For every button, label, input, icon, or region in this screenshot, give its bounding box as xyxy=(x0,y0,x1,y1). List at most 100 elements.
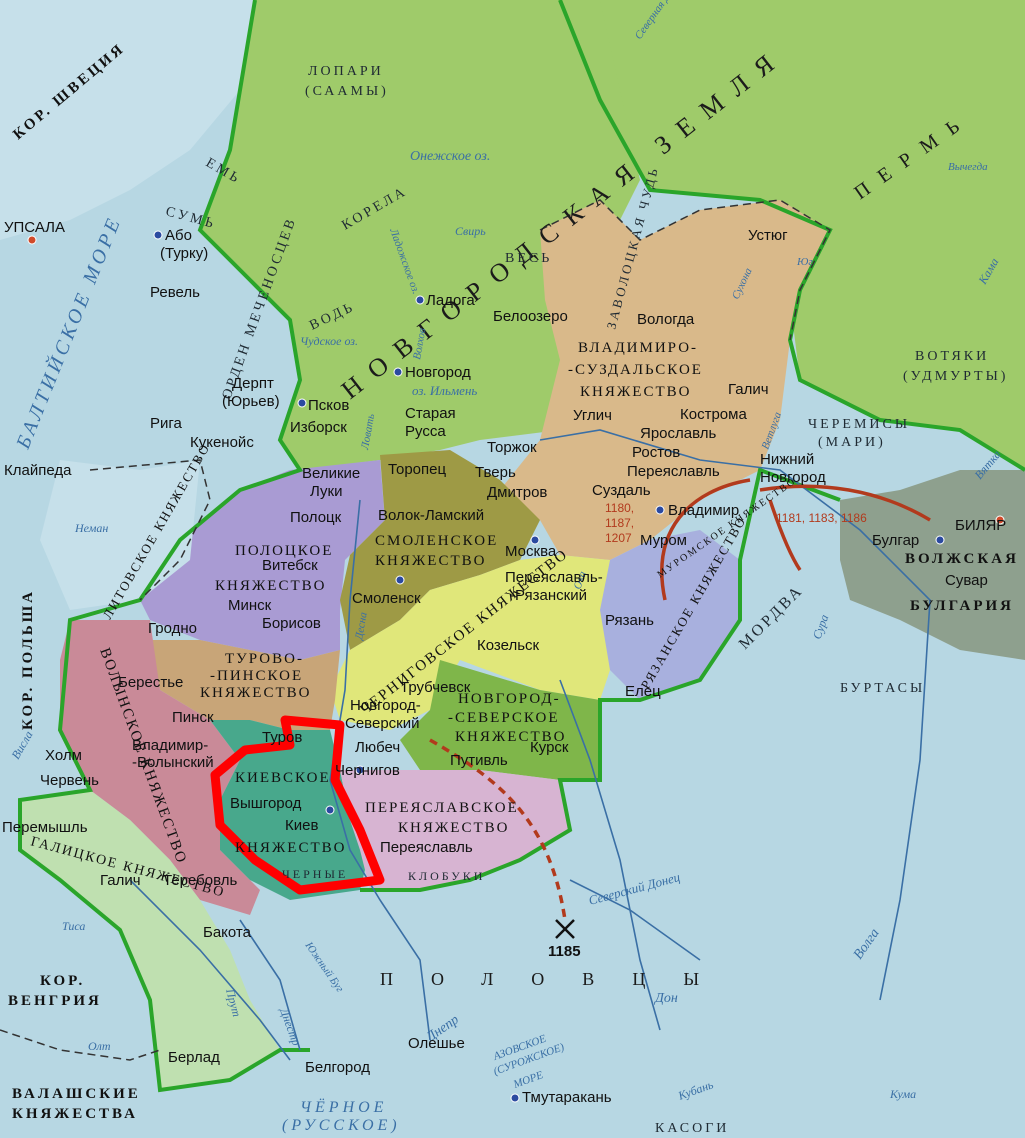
label-polotsk-1: ПОЛОЦКОЕ xyxy=(235,543,333,559)
city-vladimir-v-2: -Волынский xyxy=(132,754,214,771)
label-yug: Юг xyxy=(796,256,813,268)
label-pereyaslavl-2: КНЯЖЕСТВО xyxy=(398,820,509,836)
city-dot-smolensk xyxy=(395,575,405,585)
city-kukenois: Кукенойс xyxy=(190,434,254,451)
label-kuma: Кума xyxy=(889,1087,916,1101)
label-smolensk-1: СМОЛЕНСКОЕ xyxy=(375,533,498,549)
label-lopari-2: (СААМЫ) xyxy=(305,84,389,99)
label-svir: Свирь xyxy=(455,224,486,238)
city-nizhny-2: Новгород xyxy=(760,469,826,486)
smolensk-land xyxy=(340,450,540,650)
city-bulgar: Булгар xyxy=(872,532,919,549)
label-vladimir-1: ВЛАДИМИРО- xyxy=(578,340,698,356)
city-derpt-2: (Юрьев) xyxy=(222,393,280,410)
galich-land xyxy=(20,790,280,1090)
label-cheremisy-1: ЧЕРЕМИСЫ xyxy=(808,417,910,432)
label-klobuki-1: ЧЕРНЫЕ xyxy=(282,867,348,881)
city-kozelsk: Козельск xyxy=(477,637,540,654)
label-cheremisy-2: (МАРИ) xyxy=(818,435,886,450)
city-minsk: Минск xyxy=(228,597,272,614)
river-don xyxy=(559,679,661,1031)
label-hungary-1: КОР. xyxy=(40,973,85,989)
label-turov-1: ТУРОВО- xyxy=(225,651,304,667)
city-staraya-russa-1: Старая xyxy=(405,405,456,422)
label-klobuki-2: КЛОБУКИ xyxy=(408,869,485,883)
city-suzdal: Суздаль xyxy=(592,482,651,499)
city-toropets: Торопец xyxy=(388,461,446,478)
label-neman: Неман xyxy=(74,521,108,535)
dashed-lithuania xyxy=(89,459,211,601)
city-dot-bilyar xyxy=(995,515,1005,525)
city-dot-ladoga xyxy=(415,295,425,305)
city-dot-bulgar xyxy=(935,535,945,545)
label-turov-3: КНЯЖЕСТВО xyxy=(200,685,311,701)
label-votyaki-2: (УДМУРТЫ) xyxy=(903,369,1008,384)
arrow-ryazan xyxy=(660,478,751,601)
city-riga: Рига xyxy=(150,415,183,432)
city-izborsk: Изборск xyxy=(290,419,347,436)
city-pereyaslavl-s: Переяславль xyxy=(380,839,473,856)
perm-land xyxy=(560,0,1025,470)
event-labels: 1180, 1187, 1207 1181, 1183, 1186 1185 xyxy=(548,501,867,960)
vladimir-suzdal-land xyxy=(500,200,830,560)
ryazan-land xyxy=(600,530,740,700)
label-vychegda: Вычегда xyxy=(948,161,988,173)
river-dnepr xyxy=(329,499,431,1041)
turov-pinsk-land xyxy=(150,640,340,730)
city-smolensk: Смоленск xyxy=(352,590,421,607)
city-staraya-russa-2: Русса xyxy=(405,423,446,440)
label-burtasy: БУРТАСЫ xyxy=(840,681,925,696)
label-seversk-1: НОВГОРОД- xyxy=(458,691,561,707)
city-berlad: Берлад xyxy=(168,1049,220,1066)
label-seversk-2: -СЕВЕРСКОЕ xyxy=(448,710,560,726)
city-upsala: УПСАЛА xyxy=(4,219,65,236)
label-chudskoe: Чудское оз. xyxy=(300,334,358,348)
label-ilmen: оз. Ильмень xyxy=(412,383,477,398)
city-novgorod: Новгород xyxy=(405,364,471,381)
label-kasogi: КАСОГИ xyxy=(655,1121,729,1136)
city-velikie-luki-1: Великие xyxy=(302,465,360,482)
dashed-wallachia xyxy=(0,1029,161,1061)
city-ryazan: Рязань xyxy=(605,612,654,629)
city-kholm: Холм xyxy=(45,747,82,764)
city-pereyaslavl-r-2: -Рязанский xyxy=(510,587,587,604)
novgorod-seversk-land xyxy=(400,660,600,780)
city-dot-vladimir xyxy=(655,505,665,515)
label-votyaki-1: ВОТЯКИ xyxy=(915,349,989,364)
city-kostroma: Кострома xyxy=(680,406,747,423)
city-oleshye: Олешье xyxy=(408,1035,465,1052)
chernigov-land xyxy=(330,555,620,730)
city-torzhok: Торжок xyxy=(487,439,537,456)
city-bilyar: БИЛЯР xyxy=(955,517,1006,534)
dates-vladimir-1: 1180, xyxy=(605,501,634,515)
volga-bulgaria-land xyxy=(840,470,1025,660)
label-polovtsy: ПОЛОВЦЫ xyxy=(380,969,737,989)
city-uglich: Углич xyxy=(573,407,612,424)
city-tver: Тверь xyxy=(475,464,516,481)
city-pereyaslavl-z: Переяславль xyxy=(627,463,720,480)
label-don: Дон xyxy=(653,991,678,1006)
dates-vladimir-3: 1207 xyxy=(605,531,632,545)
city-vologda: Вологда xyxy=(637,311,695,328)
city-chernigov: Чернигов xyxy=(335,762,400,779)
dashed-borders xyxy=(0,199,831,1061)
city-dot-upsala xyxy=(27,235,37,245)
label-black-1: ЧЁРНОЕ xyxy=(300,1098,387,1116)
arrow-mordva xyxy=(768,499,802,571)
label-polotsk-2: КНЯЖЕСТВО xyxy=(215,578,326,594)
city-nizhny-1: Нижний xyxy=(760,451,814,468)
city-elets: Елец xyxy=(625,683,661,700)
city-dot-kiev xyxy=(325,805,335,815)
arrow-polovtsy xyxy=(429,738,567,921)
label-hungary-2: ВЕНГРИЯ xyxy=(8,993,102,1009)
label-volga-bulgaria-1: ВОЛЖСКАЯ xyxy=(905,551,1019,567)
label-volga-bulgaria-2: БУЛГАРИЯ xyxy=(910,598,1014,614)
city-putivl: Путивль xyxy=(450,752,508,769)
city-tmutarakan: Тмутаракань xyxy=(522,1089,612,1106)
city-pskov: Псков xyxy=(308,397,349,414)
dates-vladimir-2: 1187, xyxy=(605,516,634,530)
city-cherven: Червень xyxy=(40,772,99,789)
battle-year: 1185 xyxy=(548,943,581,960)
city-polotsk: Полоцк xyxy=(290,509,342,526)
